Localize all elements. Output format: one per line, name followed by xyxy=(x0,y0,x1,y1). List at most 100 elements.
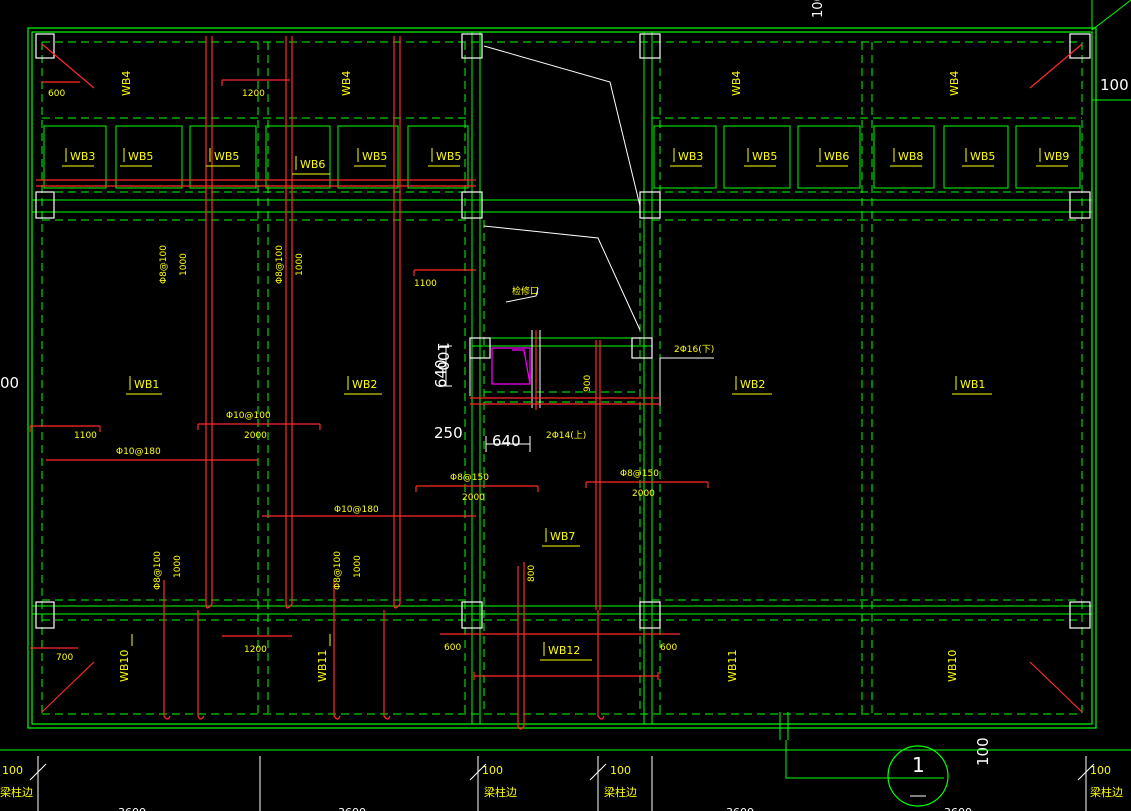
span-value: 3600 xyxy=(118,806,146,811)
slab-label: WB9 xyxy=(1044,150,1069,163)
rebar-spec: Φ8@100 xyxy=(275,245,285,284)
dimension-value: 1100 xyxy=(414,279,437,289)
slab-label: WB5 xyxy=(752,150,777,163)
dimension-value: 00 xyxy=(0,374,19,392)
slab-labels-upper-row: WB3 WB5 WB5 WB6 WB5 WB5 WB3 WB5 WB6 WB8 … xyxy=(70,150,1069,171)
rebar-length: 1000 xyxy=(353,555,363,578)
span-value: 3600 xyxy=(944,806,972,811)
slab-labels-bottom: WB10 WB11 WB12 WB11 WB10 xyxy=(118,644,959,682)
rebar-length: 2000 xyxy=(462,493,485,503)
slab-label: WB8 xyxy=(898,150,923,163)
slab-label: WB12 xyxy=(548,644,580,657)
bottom-labels: 100 100 100 100 梁柱边 梁柱边 梁柱边 梁柱边 xyxy=(0,764,1123,799)
dimension-value: 100 xyxy=(434,342,452,371)
slab-label: WB4 xyxy=(730,71,743,96)
rebar-spec: Φ8@100 xyxy=(159,245,169,284)
rebar-spec: Φ8@100 xyxy=(153,551,163,590)
slab-label: WB5 xyxy=(362,150,387,163)
dimension-value: 100 xyxy=(811,0,826,18)
rebar-spec: Φ10@180 xyxy=(334,505,379,515)
rebar-spec: Φ8@150 xyxy=(620,469,659,479)
slab-label: WB1 xyxy=(960,378,985,391)
slab-label: WB3 xyxy=(70,150,95,163)
slab-labels-top: WB4 WB4 WB4 WB4 xyxy=(120,71,961,96)
slab-label: WB2 xyxy=(740,378,765,391)
columns xyxy=(35,33,1091,629)
outer-boundary xyxy=(27,27,1097,729)
slab-arrows-main xyxy=(126,376,992,547)
rebar-length: 2000 xyxy=(632,489,655,499)
dimension-value: 1200 xyxy=(244,645,267,655)
slab-label: WB5 xyxy=(436,150,461,163)
bottom-dim: 100 xyxy=(610,764,631,777)
span-value: 3600 xyxy=(726,806,754,811)
dimension-lines xyxy=(0,0,1131,779)
slab-label: WB11 xyxy=(726,650,739,682)
main-rebars xyxy=(29,36,709,730)
dimension-texts: 600 1200 1100 1100 700 1200 600 600 xyxy=(48,89,677,663)
dimension-value: 1100 xyxy=(74,431,97,441)
slab-label: WB10 xyxy=(118,650,131,682)
rebar-spec: Φ10@100 xyxy=(226,411,271,421)
slab-label: WB11 xyxy=(316,650,329,682)
dimension-texts-large: 100 100 100 100 640 640 250 00 xyxy=(0,0,1129,766)
dimension-value: 600 xyxy=(660,643,677,653)
slab-label: WB5 xyxy=(128,150,153,163)
rebar-length: 1000 xyxy=(173,555,183,578)
bottom-dim: 100 xyxy=(482,764,503,777)
slab-arrows-bottom xyxy=(131,634,592,661)
bottom-dim: 100 xyxy=(2,764,23,777)
dimension-value: 600 xyxy=(444,643,461,653)
dimension-value: 100 xyxy=(1100,76,1129,94)
rebar-spec: 2Φ14(上) xyxy=(546,430,586,441)
slab-label: WB4 xyxy=(340,71,353,96)
beam-lines xyxy=(32,32,1092,724)
corner-rebars xyxy=(41,43,1083,713)
opening-label: 检修口 xyxy=(512,285,539,297)
axis-bubble: 1 xyxy=(887,745,949,807)
dimension-value: 640 xyxy=(492,432,521,450)
slab-arrows-upper xyxy=(62,148,1068,175)
upper-cell-outlines xyxy=(43,125,1081,189)
rebar-spec: 2Φ16(下) xyxy=(674,345,714,355)
bottom-spans: 3600 3600 3600 3600 xyxy=(118,806,972,811)
slab-label: WB7 xyxy=(550,530,575,543)
rebar-length: 1000 xyxy=(295,253,305,276)
bottom-beam-label: 梁柱边 xyxy=(604,785,637,799)
rebar-annotations: Φ8@100 1000 Φ8@100 1000 Φ10@100 2000 Φ10… xyxy=(116,245,714,590)
slab-label: WB2 xyxy=(352,378,377,391)
slab-labels-main: WB1 WB2 WB2 WB1 WB7 xyxy=(134,378,985,543)
dimension-value: 250 xyxy=(434,424,463,442)
dimension-value: 100 xyxy=(974,737,992,766)
bottom-beam-label: 梁柱边 xyxy=(484,785,517,799)
bottom-ticks xyxy=(29,756,1095,811)
slab-label: WB6 xyxy=(300,158,325,171)
slab-label: WB5 xyxy=(970,150,995,163)
rebar-spec: Φ8@100 xyxy=(333,551,343,590)
rebar-length: 2000 xyxy=(244,431,267,441)
dimension-value: 640 xyxy=(432,359,450,388)
span-value: 3600 xyxy=(338,806,366,811)
rebar-spec: Φ10@180 xyxy=(116,447,161,457)
slab-label: WB10 xyxy=(946,650,959,682)
bottom-beam-label: 梁柱边 xyxy=(1090,785,1123,799)
slab-label: WB1 xyxy=(134,378,159,391)
inspection-opening xyxy=(491,347,531,385)
stair-outline xyxy=(483,45,641,331)
dimension-value: 1200 xyxy=(242,89,265,99)
rebar-spec: Φ8@150 xyxy=(450,473,489,483)
slab-label: WB4 xyxy=(948,71,961,96)
slab-label: WB6 xyxy=(824,150,849,163)
bottom-dim: 100 xyxy=(1090,764,1111,777)
rebar-length: 1000 xyxy=(179,253,189,276)
rebar-length: 900 xyxy=(583,375,593,392)
slab-label: WB3 xyxy=(678,150,703,163)
opening-frame xyxy=(440,287,714,452)
rebar-length: 800 xyxy=(527,565,537,582)
dimension-value: 600 xyxy=(48,89,65,99)
slab-label: WB4 xyxy=(120,71,133,96)
dimension-value: 700 xyxy=(56,653,73,663)
axis-number: 1 xyxy=(912,753,925,777)
bottom-beam-label: 梁柱边 xyxy=(0,785,33,799)
